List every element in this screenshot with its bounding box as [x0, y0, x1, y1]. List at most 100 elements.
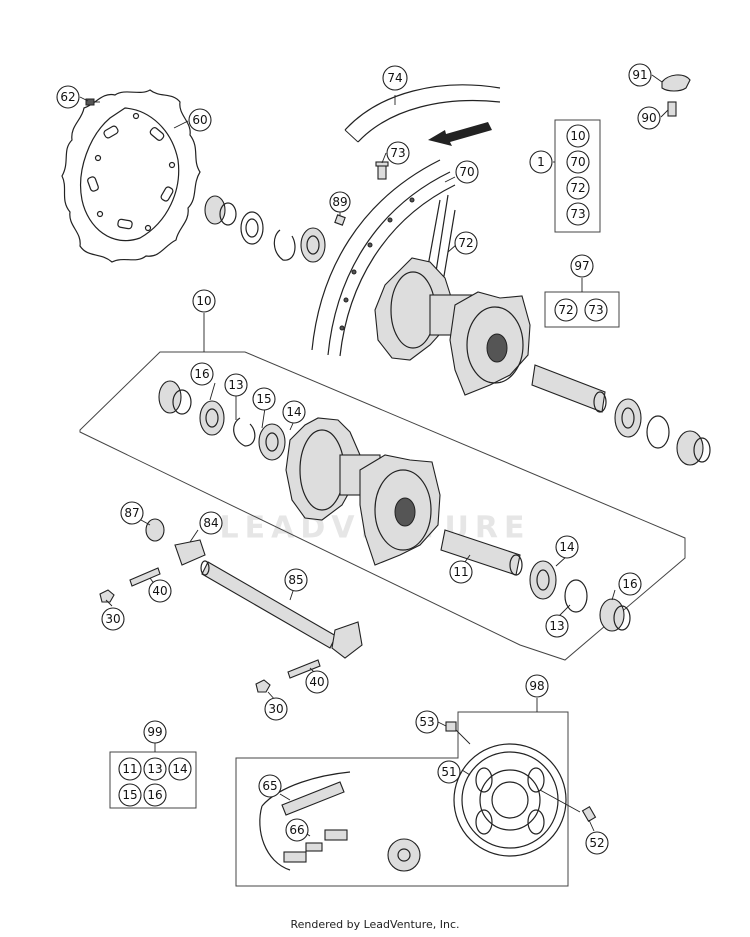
footer-credit: Rendered by LeadVenture, Inc. — [290, 918, 460, 931]
svg-text:14: 14 — [559, 540, 574, 554]
axle-nut-part — [145, 518, 165, 542]
callout-11: 11 — [449, 560, 473, 584]
callout-51: 51 — [437, 760, 461, 784]
callout-10: 10 — [192, 289, 216, 313]
callout-15: 15 — [252, 387, 276, 411]
svg-text:72: 72 — [570, 181, 585, 195]
svg-text:89: 89 — [332, 195, 347, 209]
kit-97-contents: 72 73 — [554, 298, 608, 322]
callout-84: 84 — [199, 511, 223, 535]
rotation-arrow-icon — [428, 122, 492, 146]
callout-87: 87 — [120, 501, 144, 525]
hub-assembly-group-outline — [79, 351, 686, 661]
svg-text:60: 60 — [192, 113, 207, 127]
adjuster-bolt-part — [129, 567, 321, 679]
svg-text:1: 1 — [537, 155, 545, 169]
callout-53: 53 — [415, 710, 439, 734]
callout-99: 99 — [143, 720, 167, 744]
callout-30: 30 — [101, 607, 125, 631]
svg-text:52: 52 — [589, 836, 604, 850]
callout-40: 40 — [148, 579, 172, 603]
rear-sprocket-part — [453, 743, 567, 857]
callout-85: 85 — [284, 568, 308, 592]
spoke-nipple-part — [334, 214, 346, 226]
sprocket-group-outline — [235, 711, 569, 887]
svg-text:84: 84 — [203, 516, 218, 530]
svg-text:73: 73 — [570, 207, 585, 221]
upper-right-bearing-set — [614, 398, 711, 466]
svg-text:72: 72 — [458, 236, 473, 250]
svg-text:73: 73 — [588, 303, 603, 317]
svg-text:16: 16 — [622, 577, 637, 591]
callout-70: 70 — [455, 160, 479, 184]
svg-text:15: 15 — [122, 788, 137, 802]
svg-text:72: 72 — [558, 303, 573, 317]
svg-text:73: 73 — [390, 146, 405, 160]
svg-text:90: 90 — [641, 111, 656, 125]
kit-99-item: 11 — [118, 757, 142, 781]
kit-1-item: 70 — [566, 150, 590, 174]
svg-text:30: 30 — [105, 612, 120, 626]
svg-text:97: 97 — [574, 259, 589, 273]
svg-text:51: 51 — [441, 765, 456, 779]
svg-text:74: 74 — [387, 71, 402, 85]
kit-99-item: 14 — [168, 757, 192, 781]
kit-97-box — [544, 278, 620, 328]
front-sprocket-part — [387, 838, 421, 872]
callout-1: 1 — [529, 150, 553, 174]
svg-text:87: 87 — [124, 506, 139, 520]
svg-text:15: 15 — [256, 392, 271, 406]
callout-14: 14 — [282, 400, 306, 424]
svg-text:99: 99 — [147, 725, 162, 739]
svg-text:14: 14 — [172, 762, 187, 776]
kit-99-item: 13 — [143, 757, 167, 781]
kit-1-item: 73 — [566, 202, 590, 226]
svg-text:30: 30 — [268, 702, 283, 716]
kit-1-item: 10 — [566, 124, 590, 148]
svg-text:13: 13 — [147, 762, 162, 776]
svg-text:85: 85 — [288, 573, 303, 587]
callout-40-lower: 40 — [305, 670, 329, 694]
svg-text:13: 13 — [549, 619, 564, 633]
chain-joint-part — [283, 829, 348, 863]
valve-cap-part — [661, 74, 691, 117]
upper-spacer-part — [531, 364, 607, 413]
kit-99-item: 16 — [143, 783, 167, 807]
callout-73: 73 — [386, 141, 410, 165]
callout-90: 90 — [637, 106, 661, 130]
callout-13: 13 — [224, 373, 248, 397]
nut-part — [99, 589, 271, 693]
callout-16-lower: 16 — [618, 572, 642, 596]
svg-text:53: 53 — [419, 715, 434, 729]
kit-1-box — [553, 119, 601, 233]
callout-60: 60 — [188, 108, 212, 132]
svg-text:62: 62 — [60, 90, 75, 104]
callout-74: 74 — [382, 65, 408, 91]
sprocket-bolt-part — [445, 721, 471, 745]
callout-13-lower: 13 — [545, 614, 569, 638]
callout-98: 98 — [525, 674, 549, 698]
upper-hub-part — [374, 257, 531, 396]
tire-part — [344, 84, 501, 143]
callout-65: 65 — [258, 774, 282, 798]
svg-text:11: 11 — [453, 565, 468, 579]
lower-hub-part — [285, 417, 441, 566]
svg-text:70: 70 — [459, 165, 474, 179]
chain-adjuster-part — [174, 539, 363, 659]
svg-text:10: 10 — [196, 294, 211, 308]
svg-text:65: 65 — [262, 779, 277, 793]
callout-62: 62 — [56, 85, 80, 109]
callout-89: 89 — [329, 191, 351, 213]
lower-left-bearing-set — [158, 380, 286, 461]
callout-14-lower: 14 — [555, 535, 579, 559]
lower-right-bearing-set — [529, 560, 631, 632]
brake-disc-part — [61, 89, 201, 263]
kit-97-item: 73 — [584, 298, 608, 322]
upper-bearing-set — [204, 195, 326, 263]
svg-text:13: 13 — [228, 378, 243, 392]
svg-text:66: 66 — [289, 823, 304, 837]
svg-text:16: 16 — [194, 367, 209, 381]
svg-text:91: 91 — [632, 68, 647, 82]
